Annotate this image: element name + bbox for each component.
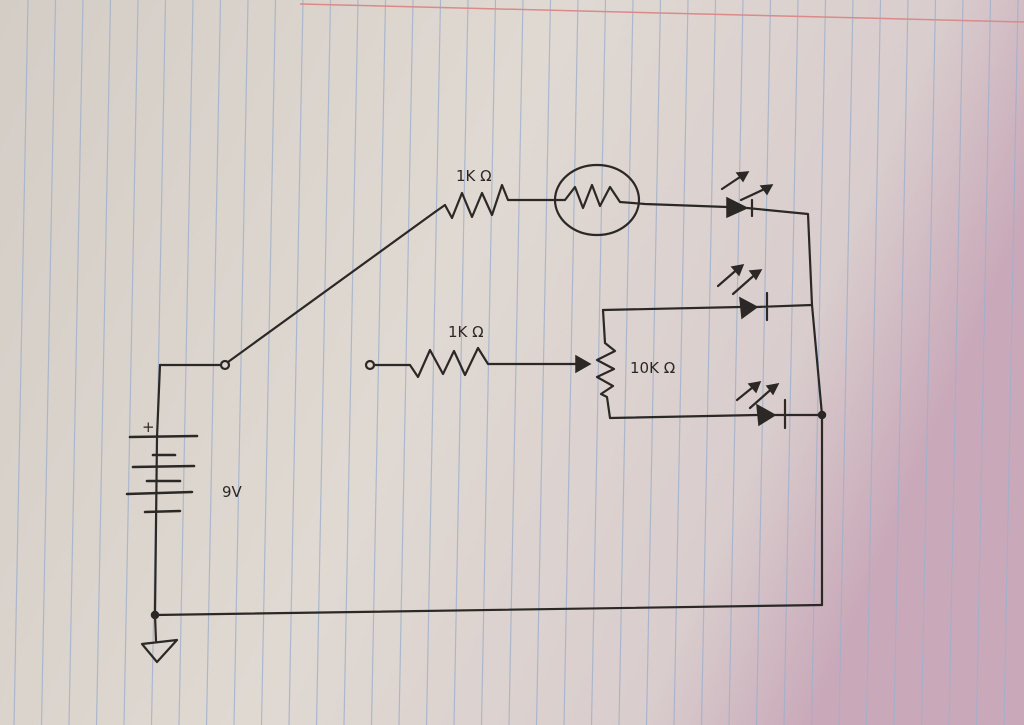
- ruled-line: [1003, 0, 1019, 725]
- ruled-line: [288, 0, 304, 725]
- battery-9v: [125, 363, 199, 617]
- ruled-line: [508, 0, 524, 725]
- ground-symbol: [140, 613, 179, 664]
- ruled-line: [13, 0, 29, 725]
- ruled-line: [920, 0, 937, 725]
- switch-terminal: [219, 359, 231, 371]
- led-2: [601, 264, 824, 607]
- ruled-line: [755, 0, 772, 725]
- ruled-line: [865, 0, 882, 725]
- led-3: [735, 381, 827, 430]
- ruled-line: [233, 0, 249, 725]
- ruled-line: [618, 0, 634, 725]
- ruled-line: [645, 0, 662, 725]
- resistor-top: [433, 183, 557, 220]
- ruled-lines: [13, 0, 1019, 725]
- ruled-line: [123, 0, 139, 725]
- potentiometer-10k: [595, 308, 759, 420]
- ruled-line: [370, 0, 387, 725]
- ruled-line: [893, 0, 909, 725]
- led-1: [720, 171, 814, 307]
- switch-lever: [226, 210, 437, 364]
- ruled-line: [150, 0, 167, 725]
- ruled-line: [178, 0, 194, 725]
- ruled-line: [315, 0, 332, 725]
- ruled-line: [95, 0, 112, 725]
- resistor-middle-to-wiper: [364, 346, 592, 379]
- ruled-line: [783, 0, 799, 725]
- ruled-line: [838, 0, 854, 725]
- photoresistor: [553, 163, 729, 237]
- ruled-line: [728, 0, 744, 725]
- ruled-line: [535, 0, 552, 725]
- ruled-line: [673, 0, 689, 725]
- ruled-line: [563, 0, 579, 725]
- resistor-middle-label: 1K Ω: [448, 323, 484, 341]
- ruled-line: [398, 0, 414, 725]
- ruled-line: [425, 0, 442, 725]
- battery-voltage-label: 9V: [222, 483, 243, 501]
- potentiometer-label: 10K Ω: [630, 359, 675, 377]
- ruled-line: [480, 0, 497, 725]
- ruled-line: [975, 0, 992, 725]
- battery-plus-label: +: [142, 418, 155, 436]
- ruled-line: [948, 0, 964, 725]
- ruled-line: [700, 0, 717, 725]
- resistor-top-label: 1K Ω: [456, 167, 492, 185]
- ruled-line: [260, 0, 277, 725]
- ground-rail: [153, 603, 824, 617]
- ruled-line: [590, 0, 607, 725]
- ruled-line: [343, 0, 359, 725]
- ruled-line: [68, 0, 84, 725]
- margin-line: [299, 3, 1024, 23]
- ruled-line: [453, 0, 469, 725]
- ruled-line: [205, 0, 222, 725]
- ruled-line: [40, 0, 57, 725]
